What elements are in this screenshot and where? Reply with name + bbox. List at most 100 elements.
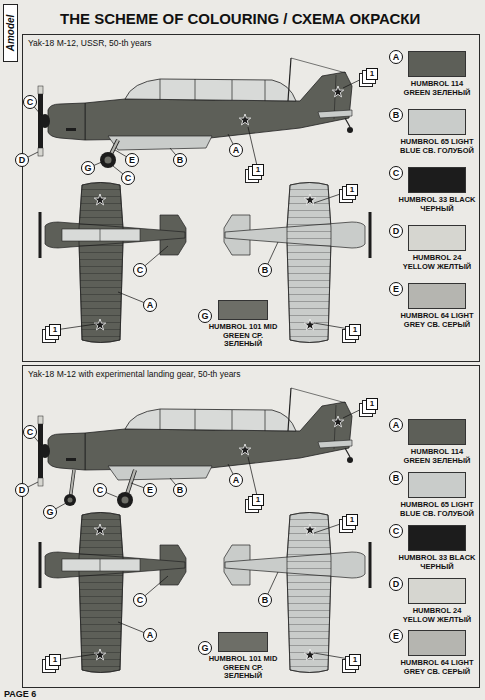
paint-callout: C bbox=[121, 171, 135, 185]
paint-callout: A bbox=[143, 628, 157, 642]
decal-number: 1 bbox=[353, 325, 357, 335]
color-swatch bbox=[408, 578, 466, 604]
aircraft-views bbox=[22, 58, 372, 343]
paint-callout: C bbox=[133, 263, 147, 277]
paint-callout: C bbox=[93, 483, 107, 497]
color-swatch bbox=[408, 472, 466, 498]
decal-number: 1 bbox=[353, 655, 357, 665]
paint-callout: A bbox=[229, 143, 243, 157]
callout-letter: C bbox=[393, 526, 400, 536]
callout-letter: G bbox=[201, 311, 208, 321]
callout-letter: G bbox=[46, 507, 53, 517]
color-swatch bbox=[408, 630, 466, 656]
decal-callout: 1 bbox=[349, 324, 361, 336]
page-title: THE SCHEME OF COLOURING / СХЕМА ОКРАСКИ bbox=[60, 10, 420, 27]
callout-letter: B bbox=[393, 473, 400, 483]
paint-name: HUMBROL 64 LIGHT GREY СВ. СЕРЫЙ bbox=[397, 312, 477, 329]
decal-callout: 1 bbox=[366, 398, 378, 410]
decal-callout: 1 bbox=[252, 494, 264, 506]
paint-callout: B bbox=[173, 483, 187, 497]
color-swatch bbox=[408, 419, 466, 445]
experimental-landing-gear bbox=[50, 470, 150, 512]
paint-callout: A bbox=[229, 473, 243, 487]
paint-name: HUMBROL 101 MID GREEN СР. ЗЕЛЕНЫЙ bbox=[203, 655, 283, 681]
paint-name: HUMBROL 64 LIGHT GREY СВ. СЕРЫЙ bbox=[397, 659, 477, 676]
decal-callout: 1 bbox=[49, 654, 61, 666]
callout-letter: B bbox=[393, 110, 400, 120]
decal-callout: 1 bbox=[366, 68, 378, 80]
callout-letter: C bbox=[393, 168, 400, 178]
paint-callout: G bbox=[43, 505, 57, 519]
paint-name: HUMBROL 114 GREEN ЗЕЛЕНЫЙ bbox=[397, 80, 477, 97]
paint-name: HUMBROL 33 BLACK ЧЕРНЫЙ bbox=[397, 554, 477, 571]
paint-callout: G bbox=[198, 641, 212, 655]
paint-name: HUMBROL 24 YELLOW ЖЕЛТЫЙ bbox=[397, 254, 477, 271]
decal-number: 1 bbox=[370, 399, 374, 409]
callout-letter: C bbox=[137, 265, 144, 275]
paint-callout: B bbox=[258, 593, 272, 607]
paint-name: HUMBROL 65 LIGHT BLUE СВ. ГОЛУБОЙ bbox=[397, 138, 477, 155]
decal-number: 1 bbox=[370, 69, 374, 79]
experimental-landing-gear bbox=[122, 497, 129, 504]
experimental-landing-gear bbox=[68, 498, 73, 503]
paint-callout: B bbox=[389, 471, 403, 485]
decal-number: 1 bbox=[53, 655, 57, 665]
callout-letter: C bbox=[27, 97, 34, 107]
callout-letter: A bbox=[393, 52, 400, 62]
paint-callout: G bbox=[81, 161, 95, 175]
callout-letter: G bbox=[84, 163, 91, 173]
panel-caption: Yak-18 M-12 with experimental landing ge… bbox=[28, 369, 240, 379]
paint-callout: G bbox=[198, 309, 212, 323]
brand-name: Amodel bbox=[5, 15, 16, 52]
decal-number: 1 bbox=[350, 515, 354, 525]
paint-callout: A bbox=[143, 298, 157, 312]
paint-name: HUMBROL 24 YELLOW ЖЕЛТЫЙ bbox=[397, 607, 477, 624]
color-swatch bbox=[408, 51, 466, 77]
callout-letter: B bbox=[177, 155, 184, 165]
decal-callout: 1 bbox=[346, 184, 358, 196]
color-swatch bbox=[218, 300, 268, 320]
paint-callout: E bbox=[389, 629, 403, 643]
paint-callout: C bbox=[389, 524, 403, 538]
callout-letter: D bbox=[393, 579, 400, 589]
decal-callout: 1 bbox=[349, 654, 361, 666]
callout-letter: A bbox=[233, 475, 240, 485]
paint-name: HUMBROL 101 MID GREEN СР. ЗЕЛЕНЫЙ bbox=[203, 323, 283, 349]
paint-callout: B bbox=[389, 108, 403, 122]
callout-letter: D bbox=[393, 226, 400, 236]
callout-letter: E bbox=[393, 284, 399, 294]
experimental-landing-gear bbox=[64, 494, 76, 506]
panel-caption: Yak-18 M-12, USSR, 50-th years bbox=[28, 38, 152, 48]
color-swatch bbox=[408, 167, 466, 193]
paint-callout: D bbox=[389, 577, 403, 591]
paint-callout: C bbox=[133, 593, 147, 607]
landing-gear bbox=[100, 152, 116, 168]
callout-letter: A bbox=[147, 630, 154, 640]
paint-callout: C bbox=[389, 166, 403, 180]
paint-callout: D bbox=[389, 224, 403, 238]
callout-letter: B bbox=[262, 265, 269, 275]
callout-letter: E bbox=[393, 631, 399, 641]
paint-callout: B bbox=[173, 153, 187, 167]
paint-callout: C bbox=[23, 425, 37, 439]
paint-callout: E bbox=[125, 153, 139, 167]
paint-callout: A bbox=[389, 50, 403, 64]
aircraft-views bbox=[22, 388, 372, 673]
paint-callout: E bbox=[389, 282, 403, 296]
callout-letter: D bbox=[19, 485, 26, 495]
color-swatch bbox=[408, 283, 466, 309]
callout-letter: E bbox=[129, 155, 135, 165]
callout-letter: C bbox=[137, 595, 144, 605]
page-number: PAGE 6 bbox=[4, 689, 36, 699]
callout-letter: C bbox=[97, 485, 104, 495]
callout-letter: A bbox=[393, 420, 400, 430]
callout-letter: B bbox=[177, 485, 184, 495]
decal-number: 1 bbox=[256, 495, 260, 505]
callout-letter: E bbox=[147, 485, 153, 495]
color-swatch bbox=[408, 225, 466, 251]
decal-callout: 1 bbox=[252, 164, 264, 176]
paint-callout: D bbox=[15, 483, 29, 497]
paint-callout: B bbox=[258, 263, 272, 277]
callout-letter: C bbox=[27, 427, 34, 437]
